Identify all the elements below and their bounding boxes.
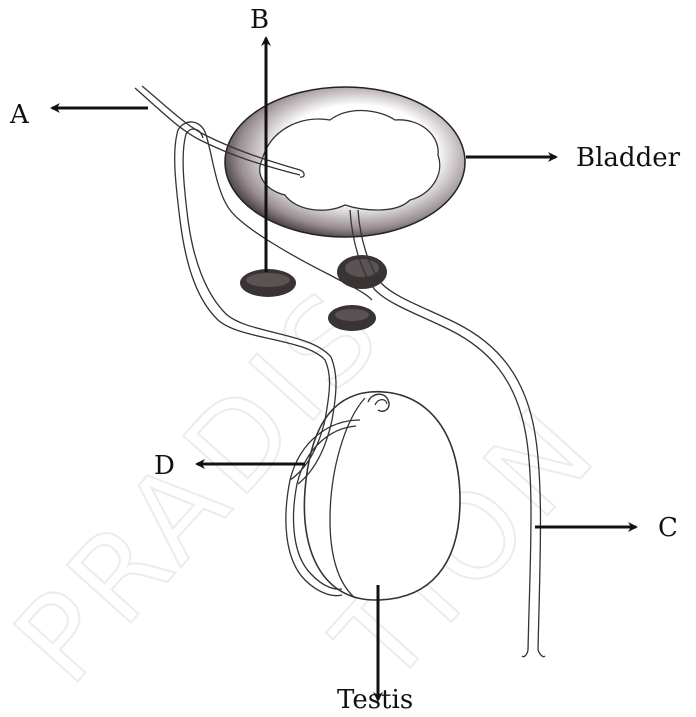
label-c: C bbox=[658, 513, 678, 543]
label-a: A bbox=[9, 100, 30, 130]
label-b: B bbox=[250, 5, 269, 35]
label-bladder: Bladder bbox=[576, 143, 681, 173]
label-testis: Testis bbox=[337, 685, 413, 715]
label-d: D bbox=[154, 451, 175, 481]
testis-shape bbox=[304, 392, 460, 600]
bladder-shape bbox=[225, 87, 465, 237]
